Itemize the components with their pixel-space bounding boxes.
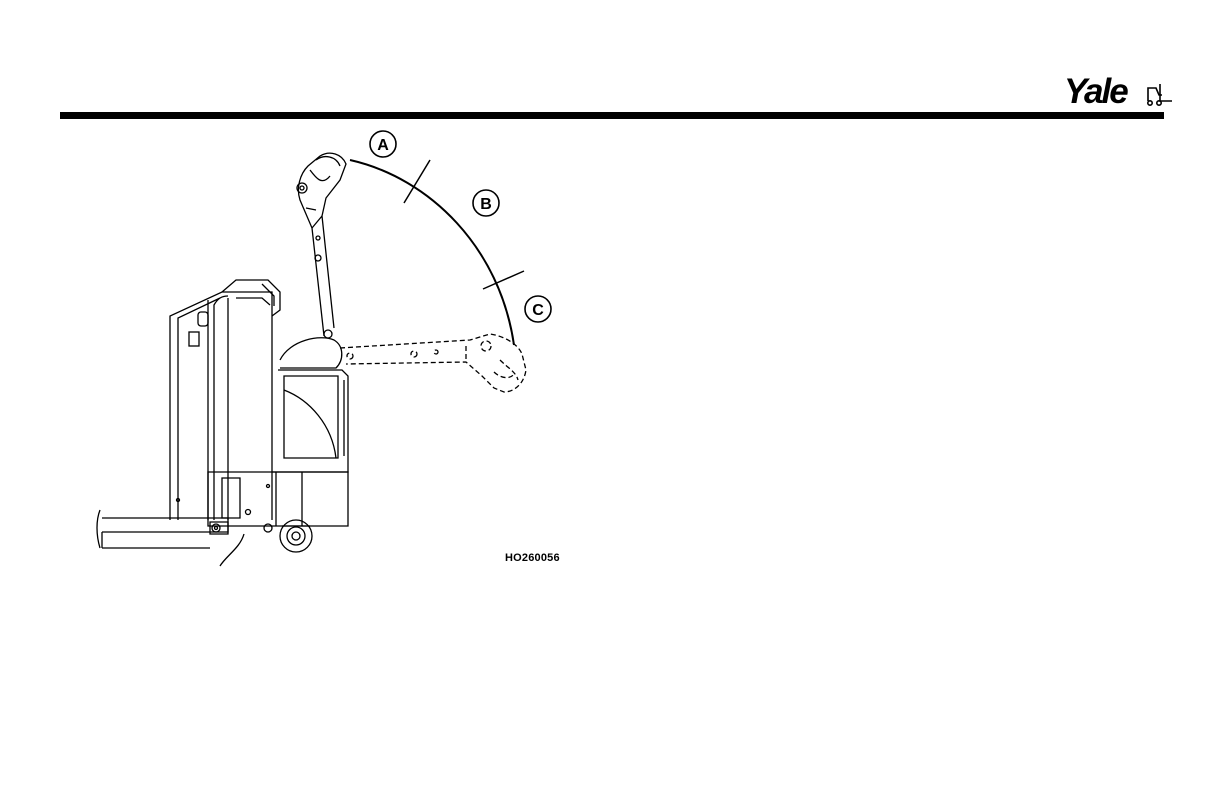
cable [220, 534, 244, 566]
zone-label-c: C [525, 296, 551, 322]
zone-label-b: B [473, 190, 499, 216]
figure-id: HO260056 [505, 552, 560, 564]
truck-body [170, 280, 280, 520]
tiller-travel-arc [350, 160, 514, 345]
tiller-arm-upright [297, 153, 346, 338]
zone-divider-bc [483, 271, 524, 289]
zone-label-a: A [370, 131, 396, 157]
zone-divider-ab [404, 160, 430, 203]
svg-text:A: A [377, 137, 389, 154]
svg-text:B: B [480, 196, 492, 213]
svg-text:C: C [532, 302, 544, 319]
tiller-arm-lowered [340, 334, 526, 392]
tiller-base [272, 338, 348, 472]
drive-unit [208, 472, 348, 526]
drive-wheel [280, 520, 312, 552]
caster-wheel [264, 524, 272, 532]
